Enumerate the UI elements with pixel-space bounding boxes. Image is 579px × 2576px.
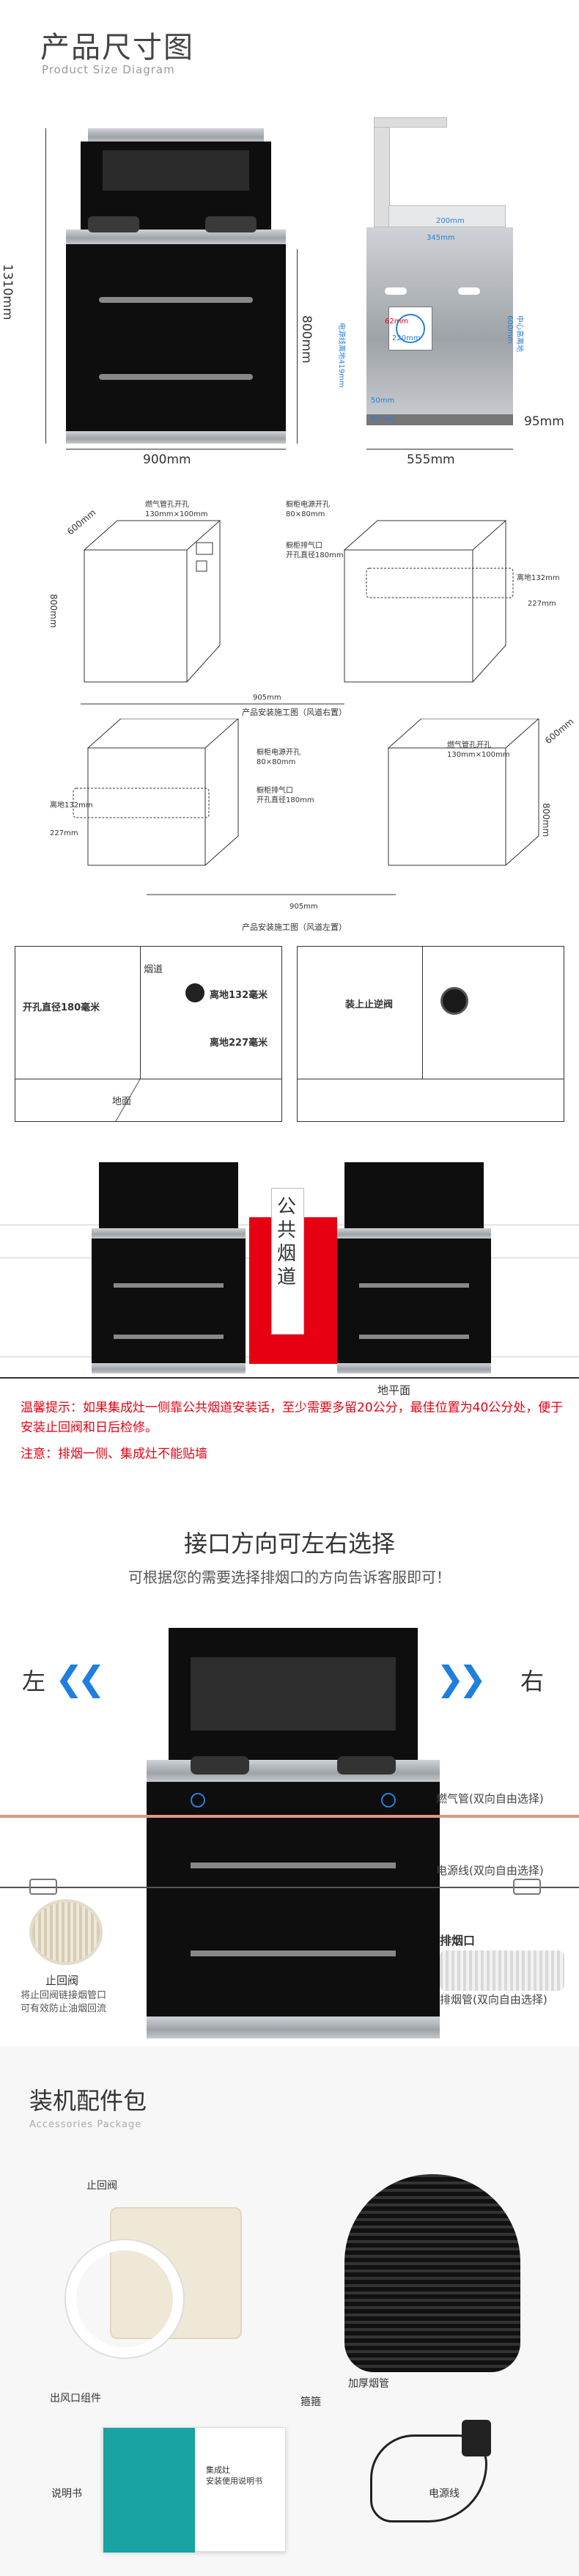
acc-pipe-image [344,2174,520,2372]
side-depth: 555mm [407,452,455,467]
valve-desc: 将止回阀链接烟管口 可有效防止油烟回流 [21,1990,107,2015]
power-label: 电源线(双向自由选择) [436,1864,544,1877]
flue-panel-right: 装上止逆阀 [297,946,564,1122]
side-62: 62mm [385,318,409,326]
ir-905: 905mm [253,694,281,702]
side-small-width: 200mm [436,217,465,225]
side-67: 67mm [371,415,395,423]
il-905: 905mm [290,903,318,911]
side-top-width: 345mm [427,234,455,242]
install-left-diagram [73,719,539,895]
floor-label: 地面 [112,1096,132,1107]
height-227: 离地227毫米 [210,1038,268,1049]
il-800: 800mm [541,803,551,837]
public-flue-section: 公共烟道 地平面 温馨提示：如果集成灶一侧靠公共烟道安装话，至少需要多留20公分… [0,1144,579,1489]
accessories-section: 装机配件包 Accessories Package 止回阀 出风口组件 箍箍 加… [0,2046,579,2576]
note-line: 注意：排烟一侧、集成灶不能贴墙 [21,1445,207,1464]
il-132: 离地132mm [50,801,93,810]
size-section: 产品尺寸图 Product Size Diagram 1310mm 800mm … [0,0,579,469]
valve-label: 止回阀 [45,1974,79,1987]
plug-left-icon [29,1879,57,1895]
direction-title: 接口方向可左右选择 [183,1530,395,1557]
install-valve-label: 装上止逆阀 [345,999,394,1010]
tip-label: 温馨提示： [21,1401,83,1415]
install-right-diagram [81,520,514,705]
acc-valve-label: 止回阀 [86,2180,117,2192]
front-height: 1310mm [0,264,15,320]
ir-exhaust: 橱柜排气口 开孔直径180mm [286,542,344,559]
il-exhaust: 橱柜排气口 开孔直径180mm [257,787,314,804]
public-flue-label: 公共烟道 [277,1196,297,1288]
flue-panels: 烟道 开孔直径180毫米 离地132毫米 离地227毫米 地面 装上止逆阀 [0,946,579,1129]
flue-label: 烟道 [144,964,163,975]
il-227: 227mm [50,829,78,837]
left-label: 左 [22,1667,46,1695]
acc-cable-label: 电源线 [429,2488,460,2500]
flue-panel-left: 烟道 开孔直径180毫米 离地132毫米 离地227毫米 地面 [15,946,282,1122]
ir-gas: 燃气管孔开孔 130mm×100mm [145,501,208,518]
note-text: 排烟一侧、集成灶不能贴墙 [58,1447,207,1461]
exhaust-pipe [440,1951,564,1991]
acc-outlet-label: 出风口组件 [50,2393,101,2404]
ir-132: 离地132mm [517,574,560,582]
il-caption: 产品安装施工图（风道左置） [242,922,347,932]
direction-stove [147,1628,440,2039]
acc-manual-image: 集成灶 安装使用说明书 [103,2427,286,2553]
direction-subtitle: 可根据您的需要选择排烟口的方向告诉客服即可！ [128,1568,451,1586]
ground-label: 地平面 [377,1384,411,1397]
manual-cover-title: 集成灶 安装使用说明书 [206,2465,262,2487]
side-vent-height: 中心高离地600mm [506,315,523,352]
acc-ring-image [66,2240,183,2357]
ir-power: 橱柜电源开孔 80×80mm [286,501,330,518]
side-bottom: 95mm [524,414,564,429]
accessories-title: 装机配件包 [29,2087,147,2115]
front-stove [66,128,286,444]
side-clearance: 电源线离地419mm [337,323,345,388]
ir-caption: 产品安装施工图（风道右置） [242,708,347,717]
install-right-section: 600mm 800mm 燃气管孔开孔 130mm×100mm 橱柜电源开孔 80… [0,484,579,719]
acc-pipe-label: 加厚烟管 [348,2378,389,2390]
exhaust-sub-label: 排烟管(双向自由选择) [440,1993,547,2006]
tip-text: 如果集成灶一侧靠公共烟道安装话，至少需要多留20公分，最佳位置为40公分处，便于… [21,1401,564,1436]
plug-right-icon [513,1879,541,1895]
acc-clamp-label: 箍箍 [300,2396,321,2408]
height-132: 离地132毫米 [210,990,268,1001]
il-gas: 燃气管孔开孔 130mm×100mm [447,741,510,759]
install-left-section: 橱柜电源开孔 80×80mm 橱柜排气口 开孔直径180mm 燃气管孔开孔 13… [0,719,579,939]
front-width: 900mm [143,452,191,467]
acc-manual-label: 说明书 [51,2488,82,2500]
ir-800: 800mm [48,594,59,628]
size-title: 产品尺寸图 [40,31,194,65]
accessories-subtitle: Accessories Package [29,2119,142,2130]
side-50: 50mm [371,397,395,405]
gas-label: 燃气管(双向自由选择) [436,1792,544,1805]
left-arrow-icon: ❮❮ [55,1659,106,1698]
hole-diameter: 开孔直径180毫米 [23,1002,100,1013]
right-label: 右 [520,1667,545,1695]
exhaust-label: 排烟口 [440,1934,476,1948]
body-height: 800mm [299,315,314,364]
size-subtitle: Product Size Diagram [42,63,175,76]
ir-227: 227mm [528,600,556,608]
public-stove-left [92,1162,246,1375]
il-power: 橱柜电源开孔 80×80mm [257,749,300,766]
side-stove [366,117,520,440]
side-hole-height: 220mm [392,334,421,342]
check-valve-image [29,1899,103,1965]
tip-line: 温馨提示：如果集成灶一侧靠公共烟道安装话，至少需要多留20公分，最佳位置为40公… [21,1398,567,1438]
right-arrow-icon: ❯❯ [436,1659,487,1698]
public-stove-right [337,1162,491,1375]
direction-section: 接口方向可左右选择 可根据您的需要选择排烟口的方向告诉客服即可！ 左 ❮❮ ❯❯… [0,1503,579,2061]
note-label: 注意： [21,1447,58,1461]
